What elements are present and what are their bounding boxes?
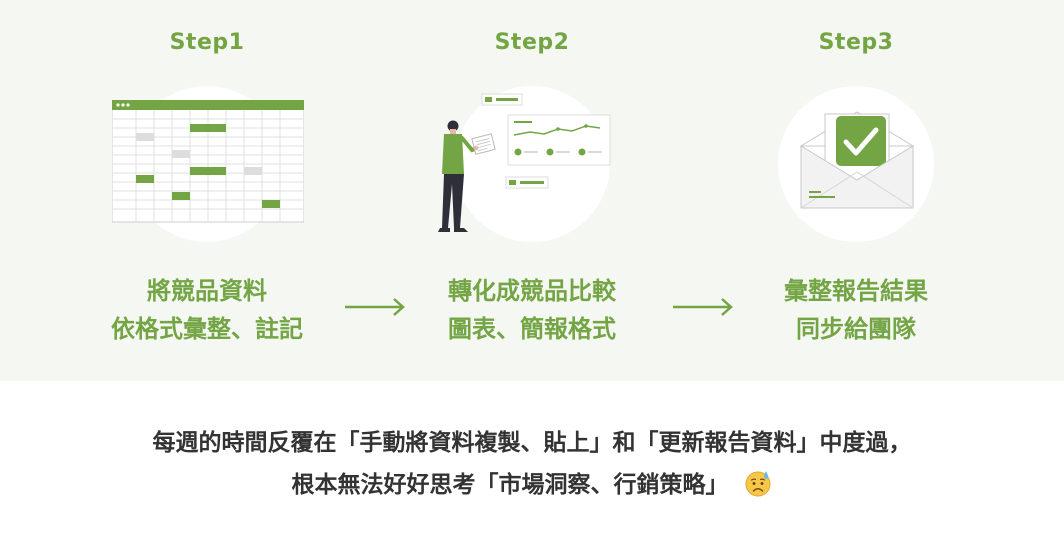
envelope-check-icon	[799, 111, 915, 209]
steps-panel: Step1	[0, 0, 1064, 381]
step-1-line-2: 依格式彙整、註記	[111, 315, 303, 343]
step-2-title: Step2	[494, 30, 570, 55]
step-3-line-2: 同步給團隊	[796, 315, 916, 343]
step-3-description: 彙整報告結果 同步給團隊	[706, 272, 1006, 348]
step-2-description: 轉化成競品比較 圖表、簡報格式	[382, 272, 682, 348]
spreadsheet-icon	[112, 100, 304, 223]
step-1-description: 將競品資料 依格式彙整、註記	[57, 272, 357, 348]
step-1: Step1	[57, 0, 357, 381]
step-1-title: Step1	[169, 30, 245, 55]
step-2-line-1: 轉化成競品比較	[448, 277, 616, 305]
step-2-line-2: 圖表、簡報格式	[448, 315, 616, 343]
summary-line-1: 每週的時間反覆在「手動將資料複製、貼上」和「更新報告資料」中度過，	[152, 430, 912, 456]
summary-line-2: 根本無法好好思考「市場洞察、行銷策略」	[0, 464, 1064, 506]
arrow-right-icon	[345, 298, 405, 316]
step-3-line-1: 彙整報告結果	[784, 277, 928, 305]
summary-line-2-text: 根本無法好好思考「市場洞察、行銷策略」	[291, 472, 729, 498]
step-3-title: Step3	[818, 30, 894, 55]
arrow-right-icon	[673, 298, 733, 316]
worried-sweat-face-emoji-icon	[745, 470, 770, 496]
step-3: Step3 彙整報告結果 同步給團隊	[706, 0, 1006, 381]
presentation-chart-icon	[438, 93, 611, 232]
step-1-line-1: 將競品資料	[147, 277, 267, 305]
step-2: Step2	[382, 0, 682, 381]
summary-text: 每週的時間反覆在「手動將資料複製、貼上」和「更新報告資料」中度過， 根本無法好好…	[0, 422, 1064, 506]
